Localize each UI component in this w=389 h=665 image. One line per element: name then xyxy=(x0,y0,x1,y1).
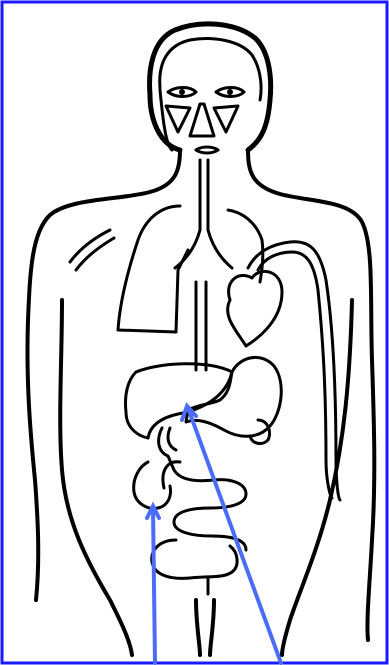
pointer-appendix xyxy=(153,508,155,663)
